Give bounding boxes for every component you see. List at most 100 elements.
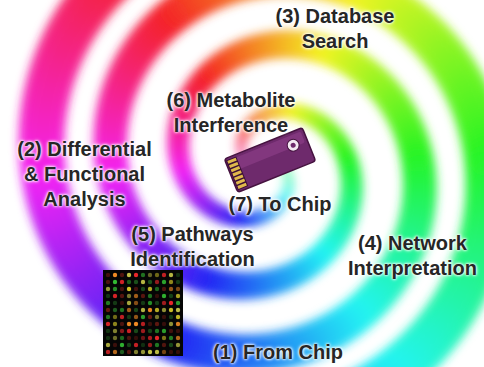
microarray-spot <box>134 308 138 312</box>
microarray-spot <box>106 308 110 312</box>
microarray-spot <box>106 350 110 354</box>
microarray-spot <box>155 336 159 340</box>
microarray-spot <box>106 322 110 326</box>
microarray-spot <box>176 315 180 319</box>
microarray-spot <box>120 273 124 277</box>
microarray-spot <box>113 273 117 277</box>
microarray-image <box>103 270 183 356</box>
microarray-spot <box>134 280 138 284</box>
microarray-spot <box>120 287 124 291</box>
step-label: (1) From Chip <box>208 340 348 365</box>
microarray-spot <box>162 350 166 354</box>
microarray-spot <box>155 301 159 305</box>
microarray-spot <box>162 294 166 298</box>
microarray-spot <box>141 294 145 298</box>
microarray-spot <box>141 280 145 284</box>
microarray-spot <box>162 322 166 326</box>
microarray-spot <box>127 350 131 354</box>
microarray-spot <box>113 329 117 333</box>
microarray-spot <box>176 273 180 277</box>
step-label: (2) Differential & Functional Analysis <box>12 137 157 212</box>
microarray-slide <box>103 270 183 356</box>
microarray-spot <box>162 308 166 312</box>
microarray-spot <box>162 315 166 319</box>
microarray-spot <box>120 329 124 333</box>
microarray-spot <box>134 301 138 305</box>
microarray-spot <box>176 294 180 298</box>
microarray-spots <box>106 273 180 354</box>
microarray-spot <box>127 336 131 340</box>
chip-body <box>224 128 315 193</box>
microarray-spot <box>148 280 152 284</box>
microarray-spot <box>120 343 124 347</box>
microarray-spot <box>134 294 138 298</box>
microarray-spot <box>148 315 152 319</box>
microarray-spot <box>127 301 131 305</box>
step-label: (6) Metabolite Interference <box>161 88 301 138</box>
microarray-spot <box>148 301 152 305</box>
microarray-spot <box>127 329 131 333</box>
microarray-spot <box>148 287 152 291</box>
microarray-spot <box>113 350 117 354</box>
microarray-spot <box>127 287 131 291</box>
microarray-spot <box>162 280 166 284</box>
microarray-spot <box>134 329 138 333</box>
microarray-spot <box>148 336 152 340</box>
microarray-spot <box>148 343 152 347</box>
microarray-spot <box>120 280 124 284</box>
microarray-spot <box>120 308 124 312</box>
microarray-spot <box>155 273 159 277</box>
microarray-spot <box>106 273 110 277</box>
microarray-spot <box>169 343 173 347</box>
microarray-spot <box>176 343 180 347</box>
microarray-spot <box>127 280 131 284</box>
microarray-spot <box>176 308 180 312</box>
microarray-spot <box>162 301 166 305</box>
microarray-spot <box>162 287 166 291</box>
microarray-spot <box>169 315 173 319</box>
microarray-spot <box>134 315 138 319</box>
step-label: (5) Pathways Identification <box>125 222 260 272</box>
microarray-spot <box>120 322 124 326</box>
microarray-spot <box>106 287 110 291</box>
microarray-spot <box>113 294 117 298</box>
microarray-spot <box>134 336 138 340</box>
microarray-spot <box>113 322 117 326</box>
microarray-spot <box>141 350 145 354</box>
microarray-spot <box>120 315 124 319</box>
microarray-spot <box>113 336 117 340</box>
microarray-spot <box>176 329 180 333</box>
microarray-spot <box>141 336 145 340</box>
microarray-spot <box>127 315 131 319</box>
microarray-spot <box>120 301 124 305</box>
microarray-spot <box>148 308 152 312</box>
microarray-spot <box>148 350 152 354</box>
microarray-spot <box>169 301 173 305</box>
microarray-spot <box>127 308 131 312</box>
microarray-spot <box>155 315 159 319</box>
microarray-spot <box>120 350 124 354</box>
microarray-spot <box>169 294 173 298</box>
microarray-spot <box>134 322 138 326</box>
microarray-spot <box>120 336 124 340</box>
memory-chip <box>224 128 315 193</box>
chip-contact-strip <box>226 156 248 190</box>
microarray-spot <box>134 287 138 291</box>
microarray-spot <box>169 280 173 284</box>
microarray-spot <box>141 301 145 305</box>
microarray-spot <box>176 301 180 305</box>
microarray-spot <box>106 315 110 319</box>
microarray-spot <box>113 287 117 291</box>
microarray-spot <box>162 329 166 333</box>
microarray-spot <box>141 322 145 326</box>
microarray-spot <box>134 350 138 354</box>
microarray-spot <box>169 329 173 333</box>
microarray-spot <box>155 308 159 312</box>
microarray-spot <box>169 273 173 277</box>
microarray-spot <box>141 273 145 277</box>
microarray-spot <box>176 280 180 284</box>
microarray-spot <box>113 308 117 312</box>
microarray-spot <box>169 336 173 340</box>
microarray-spot <box>106 301 110 305</box>
